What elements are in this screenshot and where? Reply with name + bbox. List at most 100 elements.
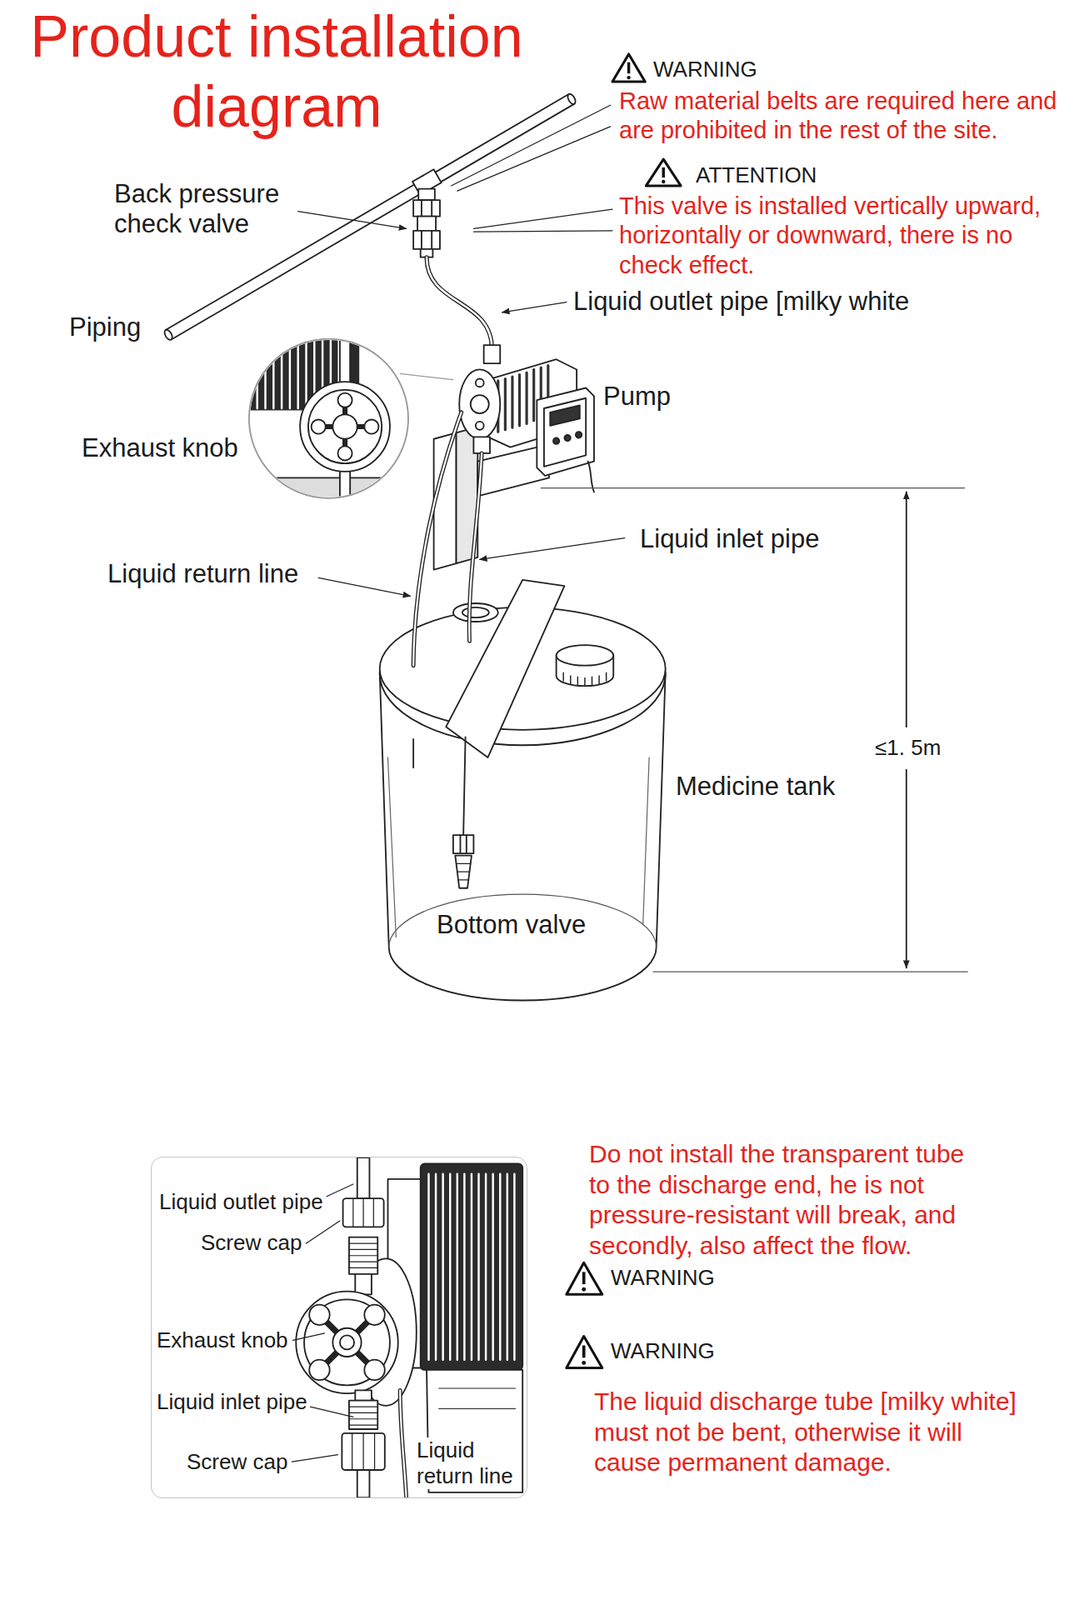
detail-inlet-tube <box>339 469 350 515</box>
warning-dot <box>581 1360 586 1365</box>
detail-head <box>299 381 390 472</box>
part-label: Liquid return line <box>416 1437 521 1489</box>
outlet-tube-core <box>426 257 492 350</box>
tank-floor <box>389 894 657 948</box>
detail-hole <box>364 419 379 434</box>
extension-line <box>540 487 965 489</box>
controller-box <box>536 388 595 476</box>
warning-heading: WARNING <box>610 1264 715 1291</box>
controller-button <box>575 431 582 438</box>
detail-hole <box>309 1304 330 1326</box>
part-label: Bottom valve <box>436 909 586 940</box>
detail-hole <box>311 419 326 434</box>
detail-frame: Liquid outlet pipeScrew capExhaust knobL… <box>150 1156 528 1499</box>
detail-outlet-tube <box>357 1157 370 1199</box>
part-label: Liquid outlet pipe <box>159 1188 324 1215</box>
warning-icon <box>612 54 645 82</box>
detail-thread <box>349 1400 378 1429</box>
detail-hole <box>337 393 352 408</box>
warning-icon <box>566 1262 603 1294</box>
valve-nut <box>413 199 440 217</box>
return-line-inside <box>412 739 415 768</box>
detail-head <box>295 1291 399 1394</box>
leader-line <box>293 1333 325 1341</box>
dimension-label: ≤1. 5m <box>872 734 944 761</box>
detail-hole <box>309 1359 330 1381</box>
extension-line <box>653 971 968 973</box>
magnifier-line <box>399 373 454 380</box>
detail-neck-bottom <box>354 1389 372 1400</box>
thread-lines <box>349 1406 378 1425</box>
tank-opening-inner <box>462 607 490 618</box>
cap-ridges <box>563 672 606 686</box>
part-label: Liquid inlet pipe <box>156 1388 308 1415</box>
strainer-ribs <box>456 863 471 880</box>
leader-arrow <box>479 538 625 560</box>
cap-ridges <box>352 1433 375 1470</box>
pump-head <box>459 369 500 439</box>
outlet-fitting <box>484 344 501 364</box>
leader-line <box>473 209 613 229</box>
dimension-line <box>905 491 908 727</box>
detail-base <box>254 477 409 509</box>
detail-outlet-tube <box>339 328 350 384</box>
tank-cap-top <box>556 644 615 666</box>
warning-note: Do not install the transparent tube to t… <box>589 1138 981 1261</box>
attention-heading: ATTENTION <box>695 162 817 189</box>
part-label: Piping <box>69 311 141 343</box>
controller-button <box>553 438 560 445</box>
nut-edge <box>465 834 468 854</box>
warning-bar <box>627 62 630 74</box>
leader-line <box>473 230 613 232</box>
controller-display <box>549 404 580 426</box>
leader-line <box>291 1454 338 1463</box>
detail-return-line <box>399 1389 406 1496</box>
tank-inner-wall <box>643 757 650 925</box>
warning-note: Raw material belts are required here and… <box>619 86 1074 146</box>
warning-note: The liquid discharge tube [milky white] … <box>594 1386 1030 1479</box>
base-lines <box>439 1388 516 1409</box>
nut-edge <box>430 230 433 250</box>
bottom-valve-strainer <box>454 855 472 889</box>
detail-spokes <box>319 1314 375 1370</box>
detail-screw-cap <box>341 1433 385 1470</box>
tank-opening <box>453 603 499 622</box>
controller-button <box>564 434 570 441</box>
warning-bar <box>582 1345 586 1359</box>
leader-line <box>450 104 610 186</box>
detail-knob-center <box>339 1334 355 1349</box>
part-label: Screw cap <box>200 1229 302 1256</box>
part-label: Liquid outlet pipe [milky white <box>573 285 910 317</box>
nut-edge <box>420 230 423 250</box>
inlet-fitting <box>473 436 490 454</box>
leader-line <box>306 1220 340 1244</box>
tee-branch <box>418 189 435 200</box>
warning-heading: WARNING <box>653 56 758 83</box>
detail-fins <box>420 1163 524 1370</box>
return-line <box>413 412 462 666</box>
part-label: Medicine tank <box>675 770 835 802</box>
bracket-plate <box>434 432 457 570</box>
warning-icon <box>645 159 681 186</box>
leader-arrow <box>502 302 567 313</box>
tank-strap <box>445 579 565 758</box>
warning-triangle <box>566 1336 603 1369</box>
bottom-valve-nut <box>453 834 475 854</box>
nut-edge <box>430 199 433 217</box>
warning-dot <box>626 75 630 80</box>
inlet-pipe-inside <box>463 736 465 835</box>
part-label: Pump <box>603 380 671 412</box>
nut-edge <box>420 199 423 217</box>
warning-icon <box>566 1336 603 1369</box>
warning-bar <box>662 167 665 178</box>
pipe-end <box>566 92 578 105</box>
head-bolt <box>475 421 485 430</box>
leader-line <box>309 1406 353 1417</box>
detail-return-core <box>399 1389 406 1496</box>
leader-line <box>457 126 611 191</box>
detail-head-ring <box>304 1298 390 1385</box>
leader-arrow <box>318 577 410 596</box>
tank-inner-wall <box>388 757 397 938</box>
detail-thread <box>349 1237 378 1274</box>
